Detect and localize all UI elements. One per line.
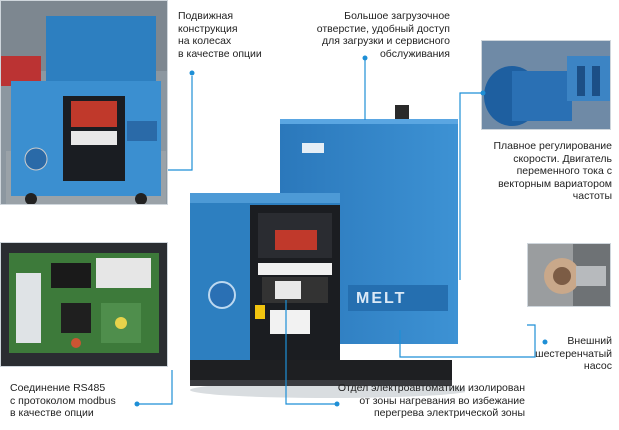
photo-gear-pump [527,243,611,307]
label-wheels: Подвижная конструкция на колесах в качес… [178,10,262,60]
label-gear-pump: Внешний шестеренчатый насос [535,335,612,372]
brand-logo-text: MELT [356,290,407,307]
photo-circuit-board [0,242,168,367]
label-hopper: Большое загрузочное отверстие, удобный д… [316,10,450,60]
circuit-board-illustration [1,243,167,366]
main-machine-illustration [190,105,470,398]
photo-motor [481,40,611,130]
label-electro-isolation: Отдел электроавтоматики изолирован от зо… [337,382,525,419]
label-speed-control: Плавное регулирование скорости. Двигател… [493,140,613,202]
gear-pump-illustration [528,244,610,306]
motor-illustration [482,41,610,129]
machine-on-wheels-illustration [1,1,167,204]
photo-machine-on-wheels [0,0,168,205]
label-rs485: Соединение RS485 с протоколом modbus в к… [10,382,116,419]
main-machine: MELT [180,105,470,400]
